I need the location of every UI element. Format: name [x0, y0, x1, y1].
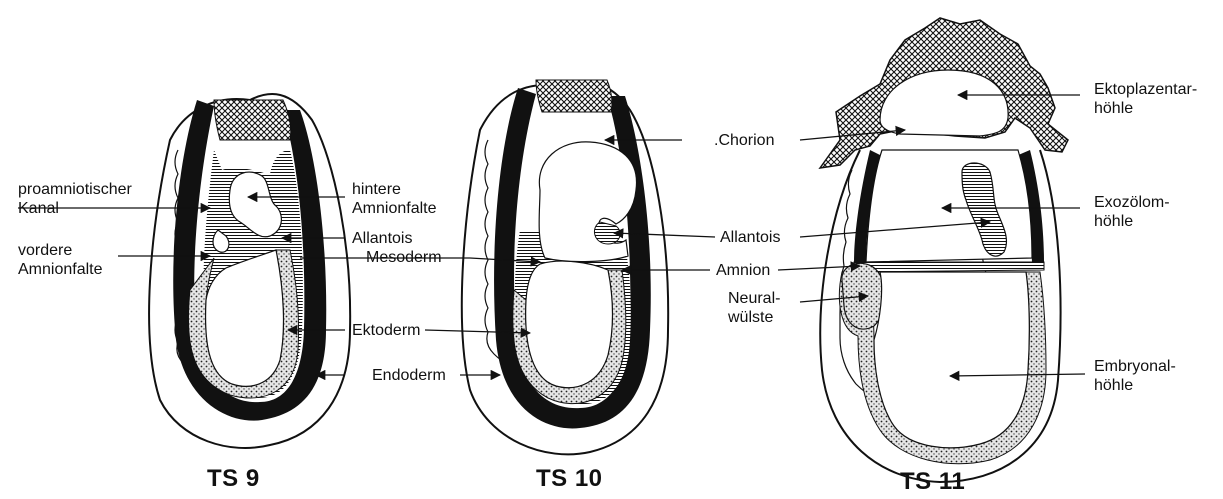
- label-endoderm: Endoderm: [372, 366, 446, 385]
- stage-title-ts9: TS 9: [207, 465, 260, 493]
- label-allantois-ts10: Allantois: [720, 228, 780, 247]
- label-ektoderm: Ektoderm: [352, 321, 420, 340]
- label-exozoelomhoehle: Exozölom- höhle: [1094, 193, 1170, 231]
- label-neuralwuelste: Neural- wülste: [728, 289, 780, 327]
- label-mesoderm: Mesoderm: [366, 248, 442, 267]
- label-embryonalhoehle: Embryonal- höhle: [1094, 357, 1176, 395]
- label-ektoplazentarhoehle: Ektoplazentar- höhle: [1094, 80, 1197, 118]
- label-proamniotischer-kanal: proamniotischer Kanal: [18, 180, 132, 218]
- label-vordere-amnionfalte: vordere Amnionfalte: [18, 241, 103, 279]
- ts9-embryo: [149, 94, 350, 448]
- label-chorion: .Chorion: [714, 131, 774, 150]
- stage-title-ts11: TS 11: [900, 468, 965, 496]
- label-allantois-ts9: Allantois: [352, 229, 412, 248]
- stage-title-ts10: TS 10: [536, 465, 603, 493]
- label-amnion: Amnion: [716, 261, 770, 280]
- ts11-embryo: [820, 18, 1068, 482]
- label-hintere-amnionfalte: hintere Amnionfalte: [352, 180, 437, 218]
- ts10-embryo: [462, 80, 668, 454]
